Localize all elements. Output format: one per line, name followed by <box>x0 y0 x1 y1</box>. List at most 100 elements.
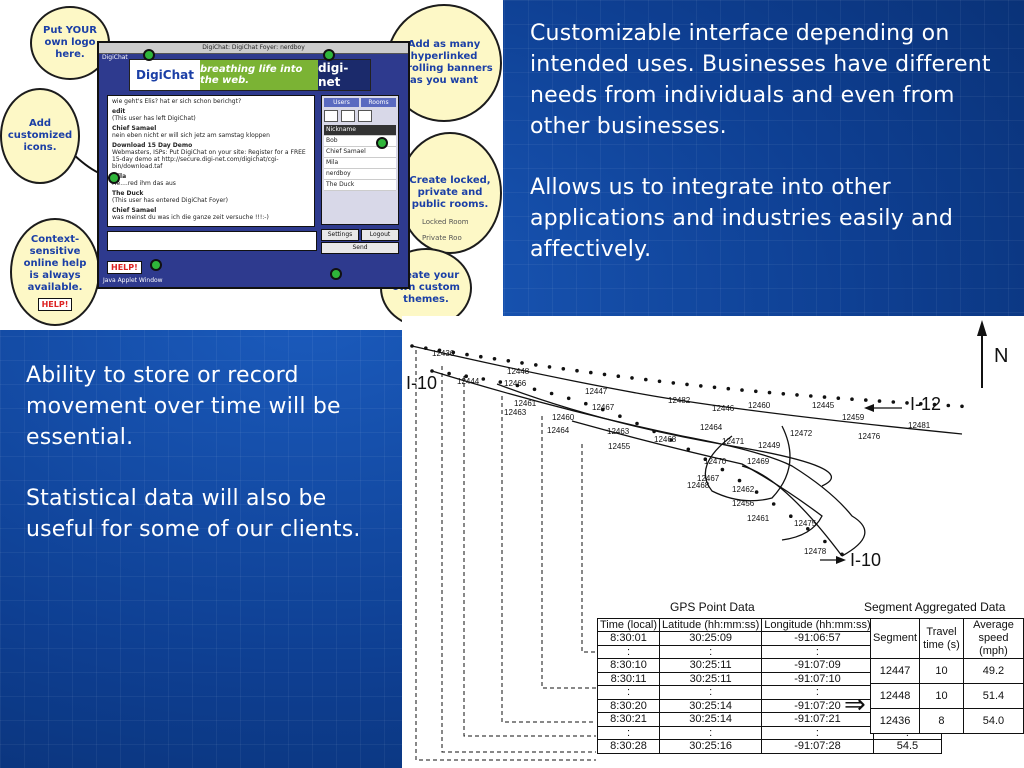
gps-cell: 30:25:11 <box>659 658 763 673</box>
gps-point <box>657 379 662 384</box>
user-row[interactable]: Mila <box>324 158 396 169</box>
gps-point <box>602 372 607 377</box>
chat-nick: Chief Samael <box>112 207 157 214</box>
gps-point <box>877 399 882 403</box>
point-id-label: 12448 <box>507 367 530 376</box>
segment-cell: 8 <box>919 708 964 734</box>
gps-table-title: GPS Point Data <box>670 600 755 614</box>
gps-point <box>905 401 909 405</box>
gps-point <box>479 354 483 359</box>
highway-branch <box>431 370 866 557</box>
gps-cell: : <box>761 725 874 740</box>
chat-nick: edit <box>112 108 126 115</box>
gps-point <box>520 361 524 365</box>
north-label: N <box>994 345 1008 367</box>
tab-rooms[interactable]: Rooms <box>361 98 396 107</box>
point-id-label: 12481 <box>908 421 931 430</box>
aggregation-arrow: ⇒ <box>844 690 866 720</box>
chat-text: nein eben nicht er will sich jetz am sam… <box>112 132 270 139</box>
segment-cell: 12436 <box>869 708 921 734</box>
point-id-label: 12461 <box>747 514 770 523</box>
gps-point <box>754 490 759 494</box>
gps-point <box>806 527 810 531</box>
segment-cell: 10 <box>919 658 964 684</box>
gps-cell: 8:30:21 <box>596 712 661 727</box>
gps-point <box>532 387 537 392</box>
applet-label: Java Applet Window <box>103 277 163 284</box>
gps-point <box>789 514 793 518</box>
help-button[interactable]: HELP! <box>107 261 142 274</box>
user-icon[interactable] <box>324 110 338 122</box>
point-id-label: 12462 <box>732 485 755 494</box>
gps-cell: : <box>596 725 661 740</box>
gps-point <box>652 429 656 434</box>
point-labels: 1243612448124661244412461124631244712467… <box>432 349 931 556</box>
segment-table-title: Segment Aggregated Data <box>864 600 1006 614</box>
settings-button[interactable]: Settings <box>321 229 359 241</box>
gps-point <box>575 368 579 373</box>
point-id-label: 12463 <box>607 427 630 436</box>
gps-header-cell: Latitude (hh:mm:ss) <box>659 618 763 632</box>
movement-text: Ability to store or record movement over… <box>26 360 386 575</box>
point-id-label: 12460 <box>748 401 771 410</box>
tab-users[interactable]: Users <box>324 98 359 107</box>
gps-point <box>430 369 434 373</box>
point-id-label: 12456 <box>732 499 755 508</box>
user-row[interactable]: The Duck <box>324 180 396 191</box>
gps-cell: 8:30:01 <box>596 631 661 646</box>
banner-brand: digi-net <box>318 60 370 90</box>
gps-point <box>635 421 639 426</box>
gps-point <box>498 380 503 384</box>
chat-text: was meinst du was ich die ganze zeit ver… <box>112 214 269 221</box>
gps-point <box>410 344 414 348</box>
gps-point <box>424 346 428 350</box>
logout-button[interactable]: Logout <box>361 229 399 241</box>
gps-point <box>506 359 511 363</box>
user-row[interactable]: Chief Samael <box>324 147 396 158</box>
gps-point <box>686 447 691 452</box>
gps-point <box>589 370 593 375</box>
gps-point <box>740 388 744 392</box>
gps-point <box>795 393 799 397</box>
road-label-i10-west: I-10 <box>406 373 437 393</box>
gps-cell: : <box>659 685 763 700</box>
gps-point <box>703 457 708 461</box>
chat-text: (This user has entered DigiChat Foyer) <box>112 197 228 204</box>
group-icon[interactable] <box>341 110 355 122</box>
user-row[interactable]: nerdboy <box>324 169 396 180</box>
gps-header-cell: Longitude (hh:mm:ss) <box>761 618 874 632</box>
chat-message: The Duck(This user has entered DigiChat … <box>112 190 310 204</box>
send-button[interactable]: Send <box>321 242 399 254</box>
chat-input[interactable] <box>107 231 317 251</box>
chat-text: He....red ihm das aus <box>112 180 176 187</box>
gps-point <box>960 404 964 409</box>
gps-point <box>836 396 841 400</box>
gps-cell: 30:25:09 <box>659 631 763 646</box>
bubble-icons: Add customized icons. <box>0 88 80 184</box>
intro-text: Customizable interface depending on inte… <box>530 18 1005 295</box>
banner[interactable]: DigiChat breathing life into the web. di… <box>129 59 371 91</box>
paragraph-integrate: Allows us to integrate into other applic… <box>530 175 954 262</box>
segment-cell: 12448 <box>869 683 921 709</box>
gps-cell: 54.5 <box>872 739 943 754</box>
gps-header-cell: Time (local) <box>596 618 661 632</box>
highway-main <box>411 345 963 435</box>
chat-message: wie geht's Elis? hat er sich schon beric… <box>112 98 310 105</box>
gps-cell: -91:07:10 <box>761 671 874 686</box>
point-id-label: 12461 <box>514 399 537 408</box>
gps-point <box>699 384 703 388</box>
note-icon[interactable] <box>358 110 372 122</box>
callout-dot-icons <box>108 172 120 184</box>
segment-header-cell: Average speed (mph) <box>962 618 1024 659</box>
user-row[interactable]: Bob <box>324 136 396 147</box>
chat-log[interactable]: wie geht's Elis? hat er sich schon beric… <box>107 95 315 227</box>
point-id-label: 12460 <box>552 413 575 422</box>
gps-point <box>492 357 497 361</box>
chat-nick: Chief Samael <box>112 125 157 132</box>
gps-point <box>515 383 520 388</box>
chat-nick: Mila <box>112 173 310 180</box>
gps-point <box>437 348 442 353</box>
point-id-label: 12445 <box>812 401 835 410</box>
